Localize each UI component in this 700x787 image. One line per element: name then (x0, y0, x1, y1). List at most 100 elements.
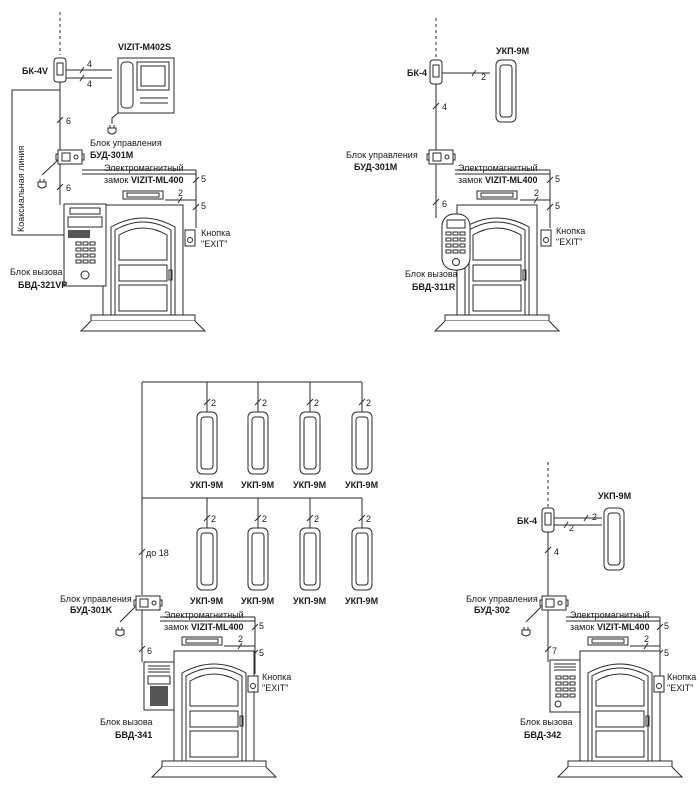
call-panel-bvd321vp (63, 203, 107, 287)
svg-text:УКП-9М: УКП-9М (293, 480, 326, 490)
svg-text:2: 2 (238, 634, 243, 644)
svg-text:УКП-9М: УКП-9М (345, 480, 378, 490)
svg-text:"EXIT": "EXIT" (201, 239, 227, 249)
exit-button (184, 229, 196, 247)
svg-text:замок: замок (104, 175, 128, 185)
exit-button-3 (247, 675, 259, 693)
svg-text:БВД-311R: БВД-311R (412, 282, 456, 292)
svg-text:4: 4 (87, 79, 92, 89)
control-unit-bud301k (133, 595, 163, 611)
bk-4v-unit (53, 57, 67, 83)
svg-text:6: 6 (442, 199, 447, 209)
svg-text:"EXIT": "EXIT" (667, 683, 693, 693)
svg-text:БУД-301K: БУД-301K (70, 605, 113, 615)
svg-text:6: 6 (66, 183, 71, 193)
em-lock (122, 190, 164, 200)
monitor-vizit-m402s (111, 57, 175, 124)
svg-text:VIZIT-ML400: VIZIT-ML400 (485, 175, 538, 185)
handset-row-2: 2 2 2 2 УКП-9М УКП-9М УКП-9М УКП-9М (190, 498, 378, 606)
handset-ukp9m (247, 411, 269, 475)
svg-text:2: 2 (592, 512, 597, 522)
svg-text:2: 2 (314, 398, 319, 408)
svg-text:БУД-301M: БУД-301M (90, 150, 133, 160)
svg-text:Блок управления: Блок управления (60, 594, 132, 604)
svg-text:2: 2 (262, 398, 267, 408)
control-unit-bud301m (55, 149, 85, 165)
svg-text:УКП-9М: УКП-9М (241, 596, 274, 606)
svg-text:2: 2 (366, 398, 371, 408)
svg-text:2: 2 (569, 523, 574, 533)
svg-text:УКП-9М: УКП-9М (496, 46, 529, 56)
svg-text:5: 5 (259, 648, 264, 658)
svg-text:5: 5 (555, 201, 560, 211)
svg-text:5: 5 (259, 621, 264, 631)
handset-ukp9m (196, 527, 218, 591)
svg-text:2: 2 (262, 514, 267, 524)
svg-text:Блок управления: Блок управления (90, 138, 162, 148)
svg-text:5: 5 (664, 648, 669, 658)
svg-text:"EXIT": "EXIT" (262, 683, 288, 693)
svg-text:Блок управления: Блок управления (346, 150, 418, 160)
control-unit-bud301m-2 (426, 149, 456, 165)
diagram-4: БК-4 2 2 УКП-9М 4 Блок управления БУД-30… (466, 462, 696, 778)
exit-button-2 (540, 229, 552, 247)
svg-text:Блок вызова: Блок вызова (405, 269, 458, 279)
svg-text:БВД-342: БВД-342 (524, 730, 561, 740)
svg-text:5: 5 (201, 174, 206, 184)
diagram-3: до 18 2 2 2 2 УКП-9М УКП-9М УКП-9М УКП-9… (60, 381, 378, 778)
svg-text:4: 4 (554, 547, 559, 557)
svg-text:2: 2 (211, 398, 216, 408)
svg-text:Кнопка: Кнопка (262, 672, 291, 682)
svg-text:БВД-321VP: БВД-321VP (18, 280, 67, 290)
svg-text:УКП-9М: УКП-9М (598, 491, 631, 501)
svg-text:4: 4 (442, 102, 447, 112)
svg-text:замок: замок (164, 622, 188, 632)
svg-text:Блок управления: Блок управления (466, 594, 538, 604)
svg-text:7: 7 (552, 646, 557, 656)
diagram-1: БК-4V 4 4 VIZIT-M402S Коаксиальная линия… (10, 12, 230, 332)
svg-text:VIZIT-ML400: VIZIT-ML400 (191, 622, 244, 632)
svg-text:УКП-9М: УКП-9М (190, 480, 223, 490)
svg-text:БК-4: БК-4 (407, 68, 427, 78)
handset-ukp9m (247, 527, 269, 591)
svg-text:БУД-301M: БУД-301M (354, 162, 397, 172)
svg-text:2: 2 (178, 188, 183, 198)
diagram-2: БК-4 2 УКП-9М 4 Блок управления БУД-301M… (346, 18, 585, 332)
svg-text:2: 2 (211, 514, 216, 524)
svg-text:Электромагнитный: Электромагнитный (104, 163, 184, 173)
svg-text:"EXIT": "EXIT" (556, 237, 582, 247)
coax-line-label: Коаксиальная линия (16, 146, 26, 232)
svg-text:2: 2 (644, 634, 649, 644)
svg-text:Блок вызова: Блок вызова (10, 267, 63, 277)
svg-text:до 18: до 18 (146, 548, 169, 558)
svg-text:Кнопка: Кнопка (201, 228, 230, 238)
svg-text:Электромагнитный: Электромагнитный (570, 610, 650, 620)
handset-row-1: 2 2 2 2 УКП-9М УКП-9М УКП-9М УКП-9М (190, 382, 378, 490)
exit-button-4 (653, 675, 665, 693)
svg-text:замок: замок (458, 175, 482, 185)
handset-ukp9m (495, 59, 517, 123)
call-panel-bvd342 (549, 659, 581, 713)
svg-text:Электромагнитный: Электромагнитный (164, 610, 244, 620)
handset-ukp9m-2 (603, 507, 625, 571)
svg-text:6: 6 (66, 116, 71, 126)
svg-text:2: 2 (366, 514, 371, 524)
em-lock-4 (587, 636, 629, 646)
svg-text:Кнопка: Кнопка (667, 672, 696, 682)
bk-4-unit (429, 59, 443, 85)
svg-text:Электромагнитный: Электромагнитный (458, 163, 538, 173)
svg-text:6: 6 (147, 646, 152, 656)
handset-ukp9m (196, 411, 218, 475)
svg-text:Блок вызова: Блок вызова (520, 717, 573, 727)
svg-text:замок: замок (570, 622, 594, 632)
svg-text:УКП-9М: УКП-9М (190, 596, 223, 606)
bk-4v-label: БК-4V (22, 66, 48, 76)
svg-text:4: 4 (87, 59, 92, 69)
handset-ukp9m (299, 411, 321, 475)
call-panel-bvd311r (441, 213, 471, 271)
control-unit-bud302 (539, 595, 569, 611)
svg-text:Блок вызова: Блок вызова (100, 717, 153, 727)
svg-text:УКП-9М: УКП-9М (241, 480, 274, 490)
em-lock-2 (476, 190, 518, 200)
